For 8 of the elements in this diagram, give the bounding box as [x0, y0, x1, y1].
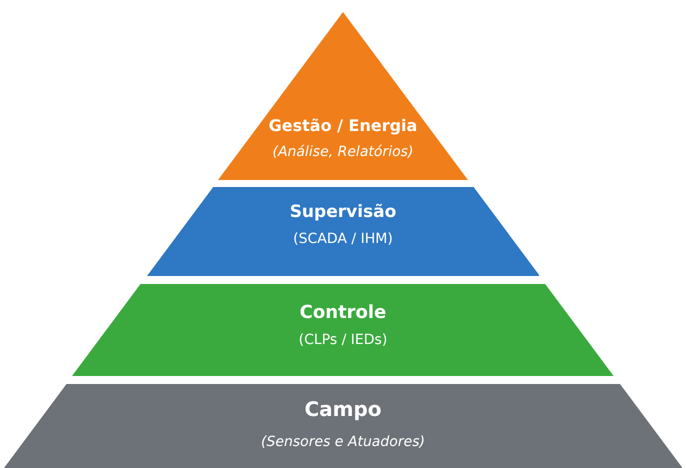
- tier-title: Gestão / Energia: [268, 116, 418, 135]
- tier-subtitle: (Sensores e Atuadores): [261, 434, 425, 450]
- tier-title: Supervisão: [290, 202, 396, 222]
- tier-subtitle: (CLPs / IEDs): [298, 332, 388, 348]
- tier-title: Controle: [300, 302, 386, 323]
- tier-subtitle: (SCADA / IHM): [293, 231, 393, 247]
- tier-subtitle: (Análise, Relatórios): [272, 144, 414, 160]
- tier-title: Campo: [304, 397, 382, 421]
